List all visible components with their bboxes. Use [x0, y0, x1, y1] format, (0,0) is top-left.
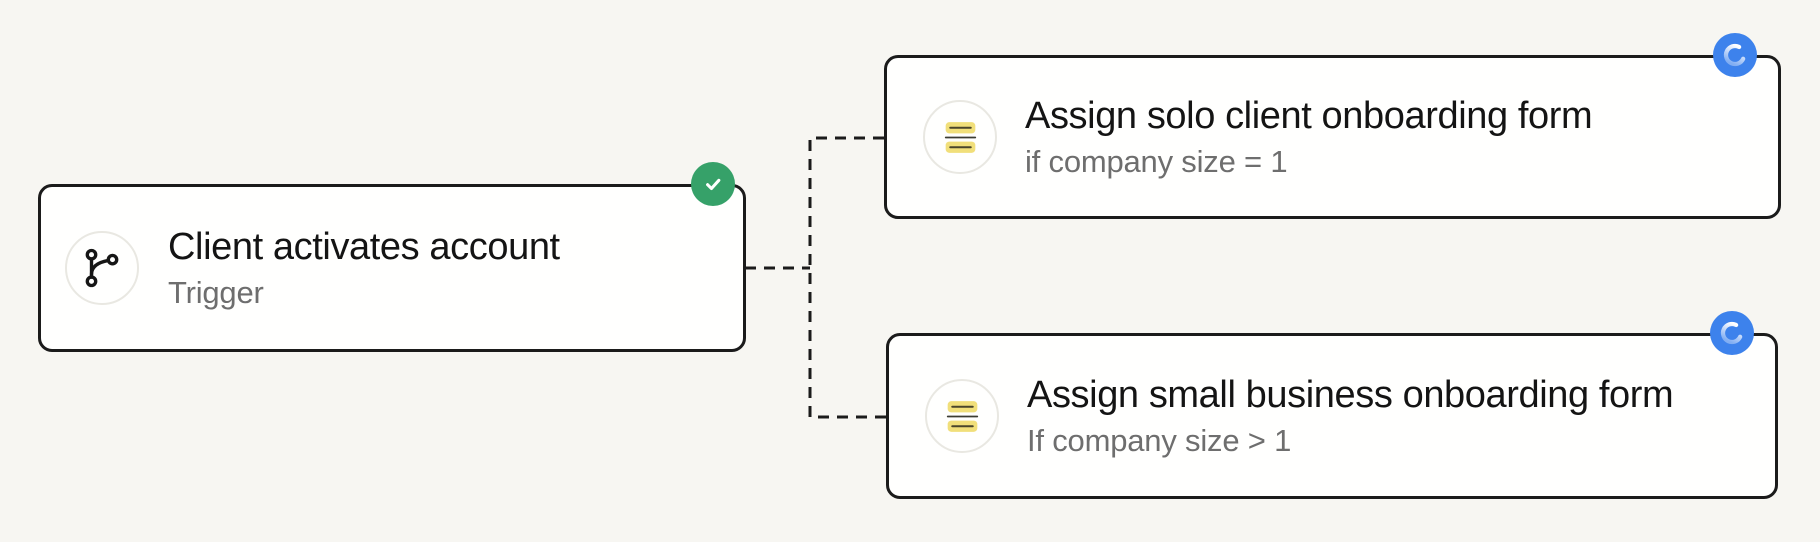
loading-badge [1713, 33, 1757, 77]
node-title: Assign small business onboarding form [1027, 374, 1674, 417]
node-title: Assign solo client onboarding form [1025, 95, 1593, 138]
node-subtitle: Trigger [168, 274, 264, 310]
workflow-node-assign-solo-form[interactable]: Assign solo client onboarding form if co… [884, 33, 1781, 219]
trigger-icon-circle [65, 231, 139, 305]
success-badge [691, 162, 735, 206]
git-branch-icon [85, 248, 119, 288]
node-subtitle: if company size = 1 [1025, 143, 1288, 179]
form-icon [944, 121, 976, 153]
workflow-node-trigger[interactable]: Client activates account Trigger [38, 162, 746, 352]
node-title: Client activates account [168, 226, 560, 269]
form-icon [946, 400, 978, 432]
spinner-icon [1723, 43, 1747, 67]
action-icon-circle [923, 100, 997, 174]
spinner-icon [1720, 321, 1744, 345]
loading-badge [1710, 311, 1754, 355]
workflow-node-assign-smallbiz-form[interactable]: Assign small business onboarding form If… [886, 311, 1778, 499]
check-icon [706, 178, 721, 191]
node-subtitle: If company size > 1 [1027, 422, 1292, 458]
action-icon-circle [925, 379, 999, 453]
